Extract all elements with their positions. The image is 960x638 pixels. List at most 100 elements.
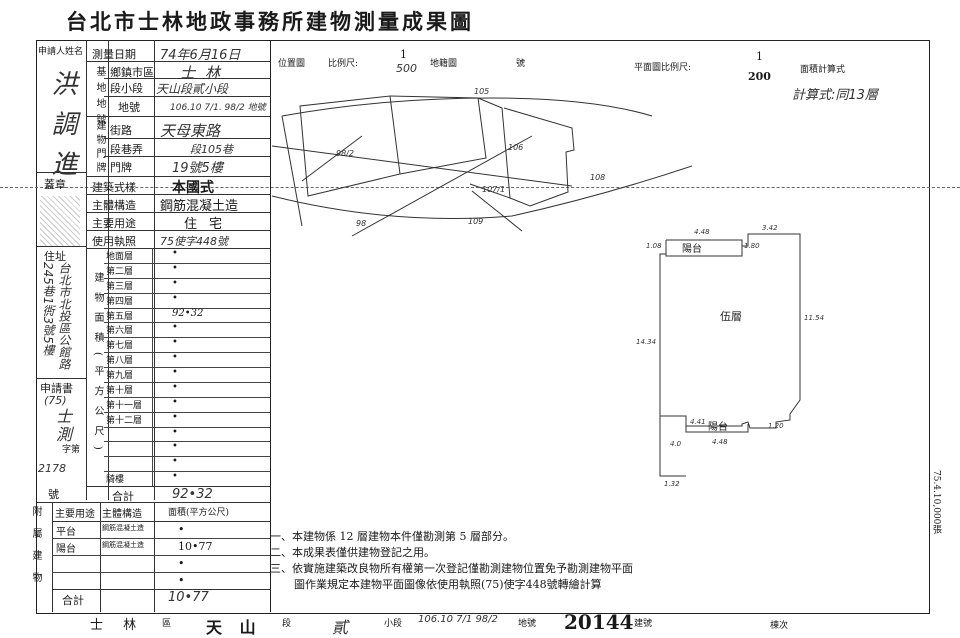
land-group-label: 基地地號 xyxy=(94,66,105,130)
lot-label: 107/1 xyxy=(482,185,505,194)
dim-label: 4.48 xyxy=(694,228,710,236)
lot-label: 98 xyxy=(356,219,366,228)
floor-row: • xyxy=(104,427,270,443)
floor-row: 第五層 92•32 xyxy=(104,308,270,324)
land-lot-label: 地號 xyxy=(118,101,140,114)
dim-label: 4.0 xyxy=(670,440,682,448)
annex-area: • xyxy=(178,523,185,536)
floors-total-value: 92•32 xyxy=(172,487,213,502)
footer-district: 士 林 xyxy=(90,618,145,633)
floor-row: 第四層 • xyxy=(104,293,270,309)
location-scale-label: 比例尺: xyxy=(328,59,359,69)
land-lot-value: 106.10 7/1. 98/2 地號 xyxy=(170,103,266,113)
building-style-value: 本國式 xyxy=(172,180,214,196)
applicant-name: 洪調進 xyxy=(47,70,77,190)
annex-use: 平台 xyxy=(56,527,76,538)
floor-row: 第七層 • xyxy=(104,337,270,354)
floor-area: • xyxy=(172,456,178,468)
floor-label: 第二層 xyxy=(106,266,134,277)
footer-subsection-unit: 小段 xyxy=(384,619,403,629)
location-map: 105 106 98/2 107/1 108 98 109 xyxy=(272,87,692,237)
footer-page-label: 棟次 xyxy=(770,621,789,631)
floor-area: • xyxy=(172,337,178,349)
building-use-label: 主要用途 xyxy=(92,217,136,230)
floor-label: 第七層 xyxy=(106,341,134,352)
lot-label: 106 xyxy=(508,143,523,152)
address-header: 住址 xyxy=(44,250,66,263)
seal-header: 蓋章 xyxy=(44,178,66,191)
land-district-label: 鄉鎮市區 xyxy=(110,66,154,79)
building-permit-value: 75使字448號 xyxy=(160,235,228,248)
floor-label: 第三層 xyxy=(106,281,134,292)
application-header: 申請書 xyxy=(40,382,73,395)
annex-area: • xyxy=(178,557,185,570)
floor-label: 地面層 xyxy=(106,252,134,262)
floor-row: 第二層• xyxy=(104,263,270,279)
floor-area: • xyxy=(172,292,178,304)
floor-area: • xyxy=(172,471,178,483)
dim-label: 3.42 xyxy=(762,224,778,232)
annex-col-struct: 主體構造 xyxy=(102,509,142,520)
footer: 士 林 區 天 山 段 貳 小段 106.10 7/1 98/2 地號 2014… xyxy=(36,610,928,637)
floor-plan: 4.48 1.08 1.80 3.42 11.54 14.34 4.41 4.4… xyxy=(636,224,824,488)
note-line: 三、依實施建築改良物所有權第一次登記僅勘測建物位置免予勘測建物平面 xyxy=(270,562,633,575)
application-unit: 字第 xyxy=(62,445,81,455)
floor-area: • xyxy=(172,322,178,334)
dim-label: 1.80 xyxy=(744,242,760,250)
floor-area: • xyxy=(172,396,178,408)
floor-label: 騎樓 xyxy=(106,475,125,486)
floor-row: • xyxy=(104,441,270,458)
floor-row: 第九層• xyxy=(104,367,270,383)
footer-lots: 106.10 7/1 98/2 xyxy=(418,614,498,625)
lot-label: 109 xyxy=(468,217,483,226)
application-number: 2178 xyxy=(38,462,66,475)
dim-label: 1.20 xyxy=(768,422,784,430)
door-street-value: 天母東路 xyxy=(160,122,221,140)
footer-district-unit: 區 xyxy=(162,619,172,629)
application-prefix: (75) xyxy=(44,394,67,407)
floor-label: 第五層 xyxy=(106,311,134,322)
note-line: 圖作業規定本建物平面圖像依使用執照(75)使字448號轉繪計算 xyxy=(294,578,602,591)
dim-label: 11.54 xyxy=(804,314,824,322)
dim-label: 4.41 xyxy=(690,418,706,426)
applicant-header: 申請人姓名 xyxy=(38,47,84,57)
door-lane-value: 段105巷 xyxy=(190,143,233,156)
lot-label: 108 xyxy=(590,173,605,182)
plan-scale-num: 1 xyxy=(756,50,763,63)
location-map-type: 地籍圖 xyxy=(430,59,458,69)
floor-label: 第四層 xyxy=(106,296,134,307)
floors-group-label: 建物面積(平方公尺) xyxy=(92,272,103,460)
building-structure-value: 鋼筋混凝土造 xyxy=(160,199,239,214)
balcony-label: 陽台 xyxy=(708,420,728,433)
building-use-value: 住宅 xyxy=(184,217,235,232)
floor-area: • xyxy=(172,277,178,289)
area-calc-label: 面積計算式 xyxy=(800,65,846,75)
location-map-label: 位置圖 xyxy=(278,59,306,69)
location-scale-num: 1 xyxy=(400,48,407,61)
side-stamp: 75.4.10,000張 xyxy=(931,470,941,534)
floor-row: 第十層• xyxy=(104,382,270,398)
survey-date-label: 測量日期 xyxy=(92,48,136,61)
dim-label: 4.48 xyxy=(712,438,728,446)
floor-label: 第十一層 xyxy=(106,400,143,411)
area-calc-text: 計算式:同13層 xyxy=(792,88,878,103)
floor-area: • xyxy=(172,441,178,453)
application-suffix: 號 xyxy=(48,488,59,501)
footer-subsection: 貳 xyxy=(332,618,349,637)
annex-row: 平台鋼筋混凝土造• xyxy=(52,521,270,539)
seal-stamp xyxy=(40,196,80,246)
door-lane-label: 段巷弄 xyxy=(110,143,143,156)
floor-label: 第八層 xyxy=(106,356,134,367)
footer-section: 天 山 xyxy=(206,618,262,637)
notes: 一、本建物係 12 層建物本件僅勘測第 5 層部分。 二、本成果表僅供建物登記之… xyxy=(270,528,790,592)
annex-struct: 鋼筋混凝土造 xyxy=(102,541,144,549)
annex-row: • xyxy=(52,555,270,573)
footer-section-unit: 段 xyxy=(282,619,292,629)
floor-row: 第三層 • xyxy=(104,278,270,294)
dim-label: 1.08 xyxy=(646,242,662,250)
location-sheet-label: 號 xyxy=(516,59,526,69)
floor-row: 第八層• xyxy=(104,352,270,368)
dim-label: 14.34 xyxy=(636,338,656,346)
floor-area: 92•32 xyxy=(172,307,204,319)
